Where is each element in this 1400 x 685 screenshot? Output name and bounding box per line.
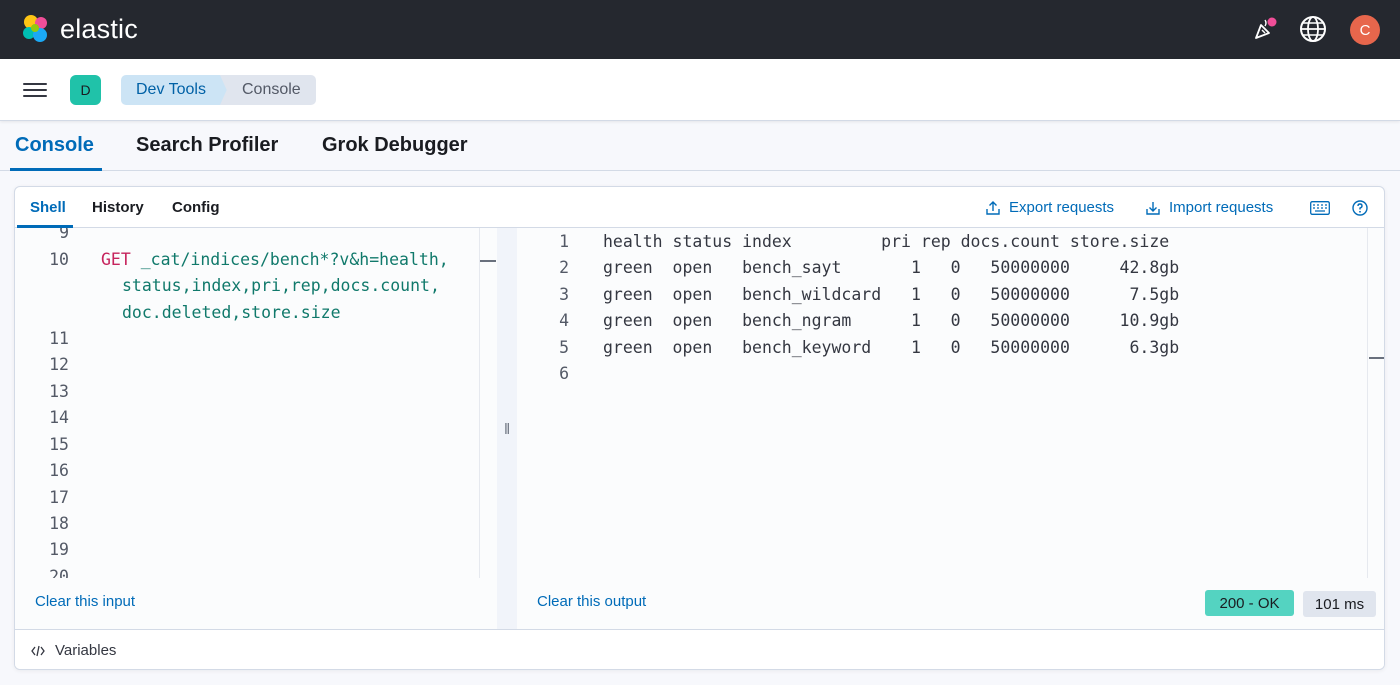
line-number: 17 (49, 488, 69, 507)
line-number: 6 (559, 364, 569, 383)
import-icon (1146, 201, 1160, 215)
line-number: 10 (49, 250, 69, 269)
scroll-position-marker (480, 260, 496, 262)
help-button[interactable] (1349, 198, 1371, 218)
variables-label: Variables (55, 642, 117, 659)
active-tab-indicator (10, 168, 102, 171)
line-number: 14 (49, 408, 69, 427)
editor-scrollbar[interactable] (479, 228, 480, 578)
line-number: 3 (559, 285, 569, 304)
output-scrollbar[interactable] (1367, 228, 1368, 578)
space-selector[interactable]: D (70, 75, 101, 105)
console-panel: Shell History Config Export requests Imp… (14, 186, 1385, 670)
export-requests-button[interactable]: Export requests (985, 199, 1114, 216)
response-line: green open bench_sayt 1 0 50000000 42.8g… (603, 258, 1180, 277)
menu-toggle-button[interactable] (23, 79, 47, 101)
request-line-wrap: status,index,pri,rep,docs.count, (122, 276, 440, 295)
tab-console[interactable]: Console (15, 134, 94, 156)
line-number: 19 (49, 540, 69, 559)
keyboard-icon (1310, 201, 1330, 215)
line-number: 9 (59, 228, 69, 242)
news-feed-button[interactable] (1250, 14, 1280, 44)
clear-input-link[interactable]: Clear this input (35, 593, 136, 610)
console-tabs: Shell History Config Export requests Imp… (15, 187, 1384, 228)
request-input-pane: 9 10 GET _cat/indices/bench*?v&h=health,… (15, 228, 497, 629)
line-number: 4 (559, 311, 569, 330)
tab-grok-debugger[interactable]: Grok Debugger (322, 134, 468, 156)
tab-config[interactable]: Config (172, 199, 220, 216)
line-number: 18 (49, 514, 69, 533)
active-subtab-indicator (17, 225, 73, 228)
line-number: 16 (49, 461, 69, 480)
breadcrumb-bar: D Dev Tools Console (0, 59, 1400, 121)
tab-shell[interactable]: Shell (30, 199, 66, 216)
import-requests-button[interactable]: Import requests (1145, 199, 1273, 216)
keyboard-shortcuts-button[interactable] (1309, 198, 1331, 218)
request-line-wrap: doc.deleted,store.size (122, 303, 341, 322)
drag-handle-icon: ‖ (504, 421, 511, 438)
breadcrumb-dev-tools[interactable]: Dev Tools (121, 75, 231, 105)
pane-resize-handle[interactable]: ‖ (497, 228, 517, 629)
code-icon (31, 645, 45, 656)
dev-tools-tabs: Console Search Profiler Grok Debugger (0, 121, 1400, 171)
response-line: green open bench_keyword 1 0 50000000 6.… (603, 338, 1180, 357)
scroll-position-marker (1369, 357, 1384, 359)
request-line: GET _cat/indices/bench*?v&h=health, (101, 250, 449, 269)
line-number: 13 (49, 382, 69, 401)
line-number: 20 (49, 567, 69, 578)
party-popper-icon (1255, 17, 1277, 39)
status-badge: 200 - OK (1205, 590, 1294, 616)
hamburger-icon (23, 95, 47, 97)
request-method: GET (101, 250, 131, 269)
variables-button[interactable]: Variables (15, 629, 1384, 669)
hamburger-icon (23, 89, 47, 91)
response-line: green open bench_wildcard 1 0 50000000 7… (603, 285, 1180, 304)
request-editor[interactable]: 9 10 GET _cat/indices/bench*?v&h=health,… (15, 228, 479, 578)
line-number: 2 (559, 258, 569, 277)
import-requests-label: Import requests (1169, 199, 1274, 216)
user-avatar[interactable]: C (1350, 15, 1380, 45)
tab-history[interactable]: History (92, 199, 144, 216)
hamburger-icon (23, 83, 47, 85)
tab-search-profiler[interactable]: Search Profiler (136, 134, 279, 156)
line-number: 1 (559, 232, 569, 251)
line-number: 11 (49, 329, 69, 348)
response-viewer[interactable]: 1 health status index pri rep docs.count… (517, 228, 1367, 578)
line-number: 12 (49, 355, 69, 374)
top-bar: elastic C (0, 0, 1400, 59)
elastic-logo-icon[interactable] (20, 13, 52, 45)
help-menu-button[interactable] (1298, 14, 1328, 44)
line-number: 15 (49, 435, 69, 454)
export-icon (986, 200, 1000, 215)
line-number: 5 (559, 338, 569, 357)
breadcrumb-console: Console (220, 75, 316, 105)
response-time-badge: 101 ms (1303, 591, 1376, 617)
brand-name[interactable]: elastic (60, 14, 138, 44)
response-line: health status index pri rep docs.count s… (603, 232, 1170, 251)
clear-output-link[interactable]: Clear this output (537, 593, 647, 610)
globe-icon (1300, 16, 1326, 42)
request-path: _cat/indices/bench*?v&h=health, (140, 250, 449, 269)
response-line: green open bench_ngram 1 0 50000000 10.9… (603, 311, 1180, 330)
question-circle-icon (1352, 200, 1368, 216)
export-requests-label: Export requests (1009, 199, 1115, 216)
response-output-pane: 1 health status index pri rep docs.count… (517, 228, 1384, 629)
